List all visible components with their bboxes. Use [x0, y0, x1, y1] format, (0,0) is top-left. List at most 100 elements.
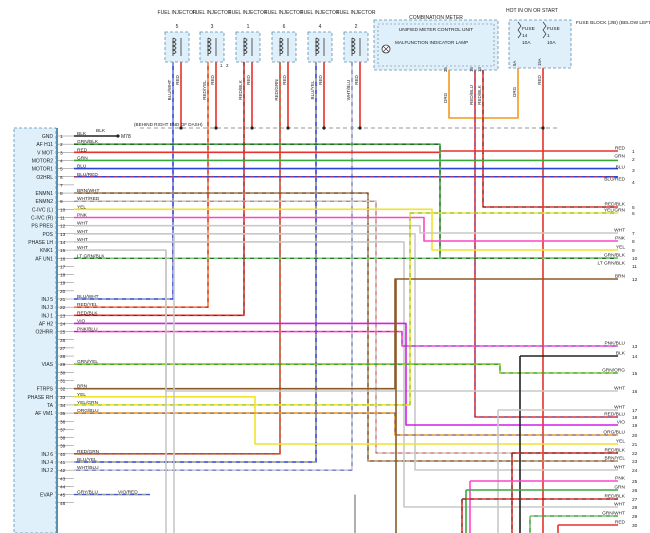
injector-signal-wire-tracer [74, 62, 317, 463]
ecm-pin-number: 40 [60, 452, 66, 458]
ecm-pin-label: AF UN1 [35, 256, 53, 262]
right-ref-number: 20 [632, 433, 638, 439]
ecm-pin-label: INJ 2 [41, 468, 53, 474]
fuse-pin: 15A [537, 58, 542, 66]
meter-pin-number: 25 [443, 67, 448, 72]
ecm-pin-number: 18 [60, 273, 66, 279]
ecm-pin-number: 34 [60, 403, 66, 409]
ecm-wire-14 [74, 241, 618, 508]
right-wire-code: RED/BLK [604, 202, 625, 208]
meter-red-blu-wire-tracer [474, 70, 618, 418]
ecm-pin-number: 7 [60, 183, 63, 189]
meter-wire-code: RED/BLU [469, 85, 474, 105]
ecm-pin-label: O2HRL [36, 175, 53, 181]
right-wire-code: WHT [614, 386, 625, 392]
injector-number: 3 [211, 24, 214, 30]
ground-splice [116, 134, 120, 138]
injector-power-code: RED [354, 74, 359, 84]
ecm-pin-number: 5 [60, 167, 63, 173]
ecm-pin-label: MOTOR1 [32, 167, 54, 173]
ecm-pin-number: 10 [60, 207, 66, 213]
right-wire-code: WHT [614, 405, 625, 411]
ecm-wire-code: BLU/WHT [77, 294, 99, 300]
ecm-pin-label: C-IVC (L) [32, 207, 53, 213]
right-wire-code: PNK [615, 236, 626, 242]
right-ref-number: 28 [632, 505, 638, 511]
right-wire-code: GRN/BLK [604, 253, 626, 259]
ecm-pin-number: 12 [60, 224, 66, 230]
injector-pin-number: 2 [226, 63, 229, 68]
right-ref-number: 15 [632, 371, 638, 377]
ecm-wire-code: RED [77, 147, 88, 153]
ecm-wire-29-tracer [74, 363, 618, 374]
ecm-wire-10 [74, 208, 618, 251]
right-ref-number: 14 [632, 354, 638, 360]
right-ref-number: 16 [632, 389, 638, 395]
injector-box [307, 31, 333, 63]
ecm-wire-code: GRN/YEL [77, 359, 98, 365]
injector-pin-number: 1 [220, 63, 223, 68]
splice-dot [214, 126, 218, 130]
ecm-wire-code: GRY/BLU [77, 490, 99, 496]
injector-title: FUEL INJECTOR [301, 10, 340, 16]
right-wire-code: BLU/RED [604, 177, 625, 183]
injector-coil-icon [171, 37, 177, 56]
injector-number: 1 [247, 24, 250, 30]
ecm-pin-number: 14 [60, 240, 66, 246]
ecm-wire-code: WHT [77, 229, 88, 235]
ecm-wire-34-tracer [74, 212, 618, 406]
splice-dot [286, 126, 290, 130]
injector-power-code: RED [246, 74, 251, 84]
right-ref-number: 3 [632, 168, 635, 174]
injector-number: 4 [319, 24, 322, 30]
meter-control-unit-label: UNIFIED METER CONTROL UNIT [399, 27, 474, 33]
ecm-pin-number: 41 [60, 460, 66, 466]
right-ref-number: 29 [632, 514, 638, 520]
ecm-pin-number: 45 [60, 493, 66, 499]
ecm-pin-number: 21 [60, 297, 66, 303]
injector-box [164, 31, 190, 63]
right-ref-number: 13 [632, 344, 638, 350]
meter-pin-number: 18 [469, 67, 474, 72]
right-ref-number: 25 [632, 479, 638, 485]
ecm-wire-code: YEL [77, 204, 86, 210]
ecm-wire-15 [74, 249, 618, 392]
ecm-connector-edge [56, 128, 58, 533]
right-wire-code: BRN/YEL [604, 456, 625, 462]
ecm-pin-number: 4 [60, 158, 63, 164]
ecm-wire-code: BLK [77, 131, 87, 137]
ecm-pin-number: 26 [60, 338, 66, 344]
ecm-pin-label: C-IVC (R) [31, 216, 53, 222]
ecm-pin-number: 33 [60, 395, 66, 401]
right-wire-code: YEL/GRN [604, 208, 626, 214]
fuse-name: FUSE [522, 26, 535, 32]
injector-signal-wire-tracer [74, 62, 353, 471]
ecm-pin-label: VIAS [42, 362, 54, 368]
injector-title: FUEL INJECTOR [158, 10, 197, 16]
wire-layer [74, 62, 618, 533]
ecm-pin-number: 13 [60, 232, 66, 238]
ecm-pin-label: INJ 4 [41, 460, 53, 466]
right-wire-code: GRN/WHT [602, 511, 625, 517]
injector-number: 2 [355, 24, 358, 30]
ecm-pin-label: FTRPS [37, 387, 54, 393]
right-ref-number: 21 [632, 442, 638, 448]
ecm-pin-label: AF H11 [36, 142, 53, 148]
ecm-pin-number: 23 [60, 313, 66, 319]
fuse-number: 14 [522, 33, 528, 39]
right-wire-code: RED [615, 146, 626, 152]
injector-coil-icon [242, 37, 248, 56]
ecm-pin-label: POS [42, 232, 53, 238]
ecm-wire-code: BRN [77, 384, 88, 390]
ecm-wire-25 [74, 330, 618, 347]
ecm-wire-code: RED/GRN [77, 449, 100, 455]
ecm-pin-number: 42 [60, 468, 66, 474]
injector-wire-code: BLU/YEL [310, 80, 315, 99]
right-wire-code: RED/BLU [604, 412, 625, 418]
splice-dot [250, 126, 254, 130]
ecm-pin-label: TA [47, 403, 54, 409]
right-ref-number: 10 [632, 256, 638, 262]
right-wire-code: WHT [614, 502, 625, 508]
fuse-icon [517, 21, 522, 39]
